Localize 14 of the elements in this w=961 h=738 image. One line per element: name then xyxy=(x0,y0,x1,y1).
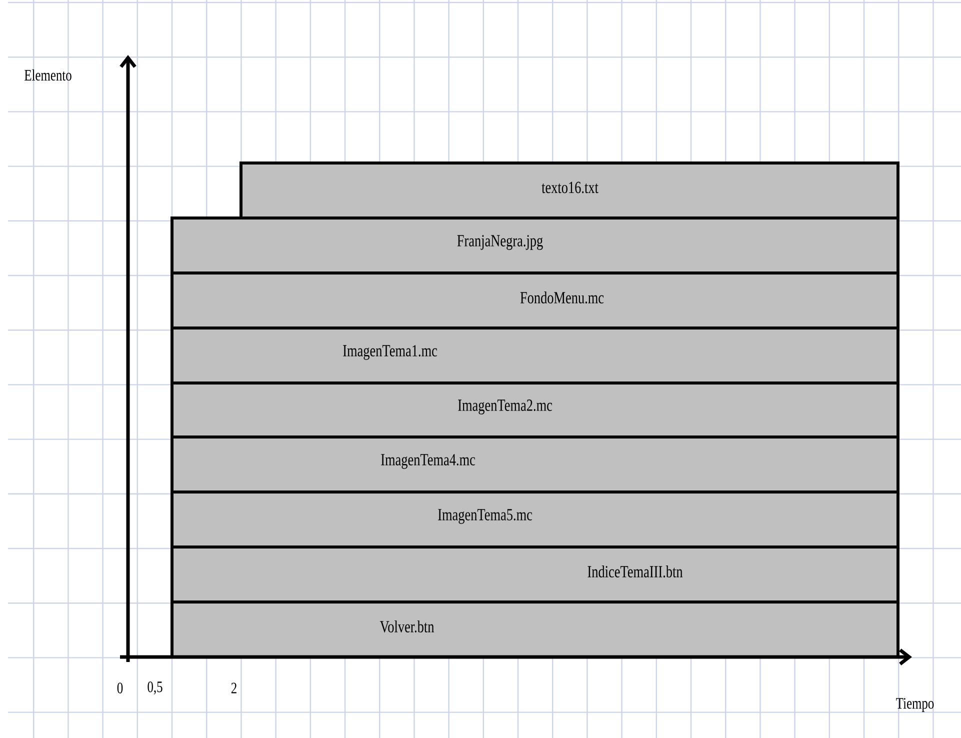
timeline-bar: IndiceTemaIII.btn xyxy=(170,546,900,604)
axis-label: Tiempo xyxy=(896,698,934,712)
timeline-bar: ImagenTema2.mc xyxy=(170,382,900,438)
timeline-bar: ImagenTema4.mc xyxy=(170,436,900,494)
axis-label: Elemento xyxy=(24,69,72,81)
axis-label: 0,5 xyxy=(148,681,162,695)
timeline-bar: FondoMenu.mc xyxy=(170,272,900,330)
timeline-bar: texto16.txt xyxy=(240,162,900,220)
axis-label: 0 xyxy=(117,682,123,694)
timeline-bar: Volver.btn xyxy=(170,600,900,658)
axis-label: 2 xyxy=(231,682,236,694)
timeline-bar: ImagenTema5.mc xyxy=(170,490,900,548)
timeline-bar: FranjaNegra.jpg xyxy=(170,216,900,274)
timeline-bar: ImagenTema1.mc xyxy=(170,326,900,384)
